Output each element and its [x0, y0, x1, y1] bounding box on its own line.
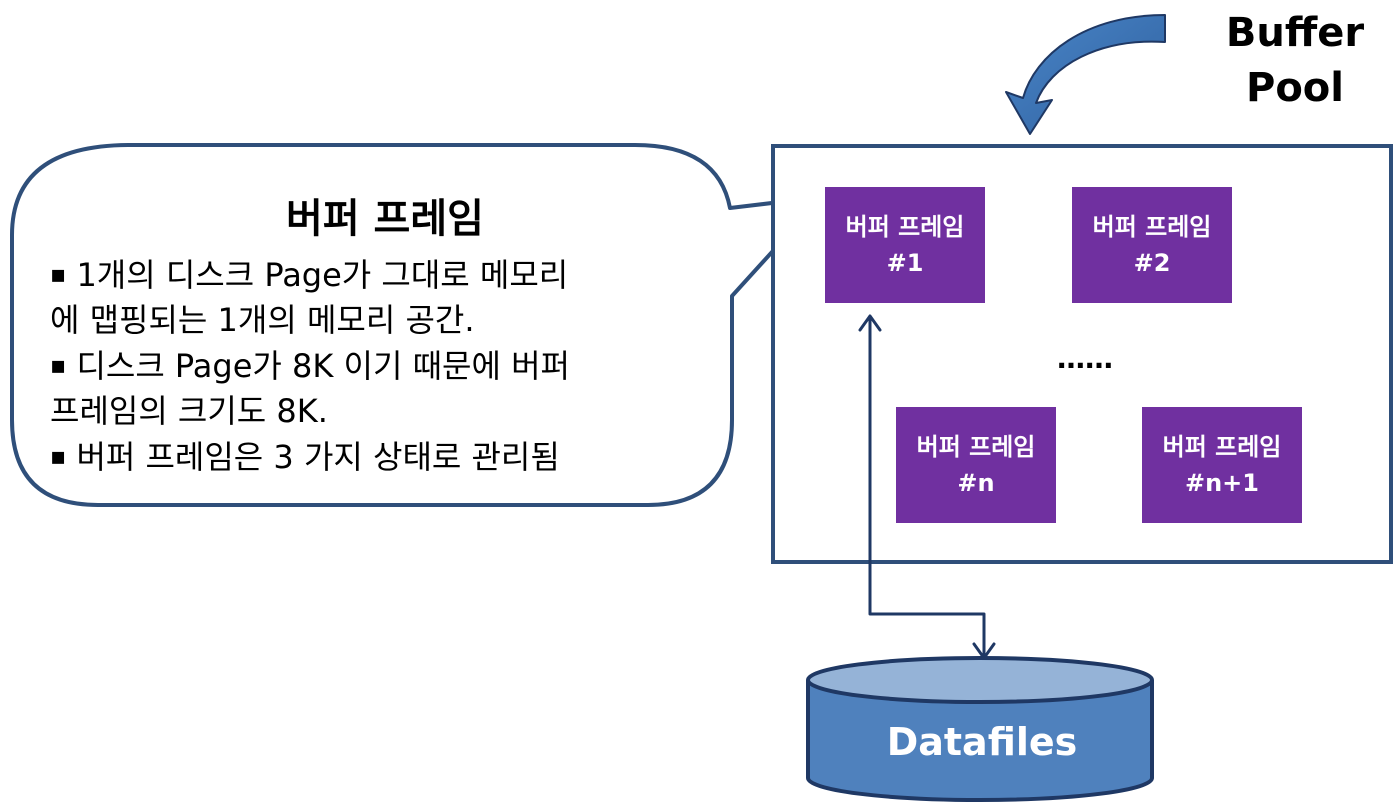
callout-line-text: 에 맵핑되는 1개의 메모리 공간. [50, 301, 475, 339]
buffer-frame-label: 버퍼 프레임 [1092, 213, 1212, 241]
callout-line: 에 맵핑되는 1개의 메모리 공간. [50, 298, 710, 343]
buffer-frame-label: 버퍼 프레임 [1162, 433, 1282, 461]
buffer-frame-n-plus-1: 버퍼 프레임 #n+1 [1142, 407, 1302, 523]
curved-arrow-icon [1005, 14, 1166, 135]
callout-line-text: 디스크 Page가 8K 이기 때문에 버퍼 [66, 347, 570, 385]
buffer-pool-title-line2: Pool [1246, 65, 1344, 111]
buffer-pool-title-line1: Buffer [1225, 10, 1365, 56]
bullet-icon: ▪ [50, 442, 67, 470]
callout-line-text: 1개의 디스크 Page가 그대로 메모리 [66, 256, 569, 294]
callout-body: ▪ 1개의 디스크 Page가 그대로 메모리 에 맵핑되는 1개의 메모리 공… [50, 252, 710, 480]
datafiles-cylinder [806, 656, 1154, 802]
datafiles-label: Datafiles [886, 720, 1078, 764]
buffer-frame-id: #2 [1133, 249, 1171, 277]
callout-line-text: 버퍼 프레임은 3 가지 상태로 관리됨 [66, 438, 560, 476]
callout-bubble [10, 143, 824, 507]
callout-title: 버퍼 프레임 [286, 196, 484, 242]
buffer-frame-n: 버퍼 프레임 #n [896, 407, 1056, 523]
bullet-icon: ▪ [50, 351, 67, 379]
buffer-frame-id: #1 [886, 249, 924, 277]
buffer-frame-2: 버퍼 프레임 #2 [1072, 187, 1232, 303]
buffer-pool-title: Buffer Pool [1195, 6, 1395, 116]
callout-line-text: 프레임의 크기도 8K. [50, 392, 328, 430]
buffer-frame-label: 버퍼 프레임 [916, 433, 1036, 461]
buffer-frame-1: 버퍼 프레임 #1 [825, 187, 985, 303]
callout-line: 프레임의 크기도 8K. [50, 389, 710, 434]
buffer-frame-label: 버퍼 프레임 [845, 213, 965, 241]
callout-line: ▪ 디스크 Page가 8K 이기 때문에 버퍼 [50, 343, 710, 389]
buffer-frame-id: #n [957, 469, 995, 497]
buffer-frame-id: #n+1 [1184, 469, 1259, 497]
bullet-icon: ▪ [50, 260, 67, 288]
callout-line: ▪ 버퍼 프레임은 3 가지 상태로 관리됨 [50, 434, 710, 480]
frames-ellipsis: …… [1057, 342, 1113, 375]
callout-line: ▪ 1개의 디스크 Page가 그대로 메모리 [50, 252, 710, 298]
